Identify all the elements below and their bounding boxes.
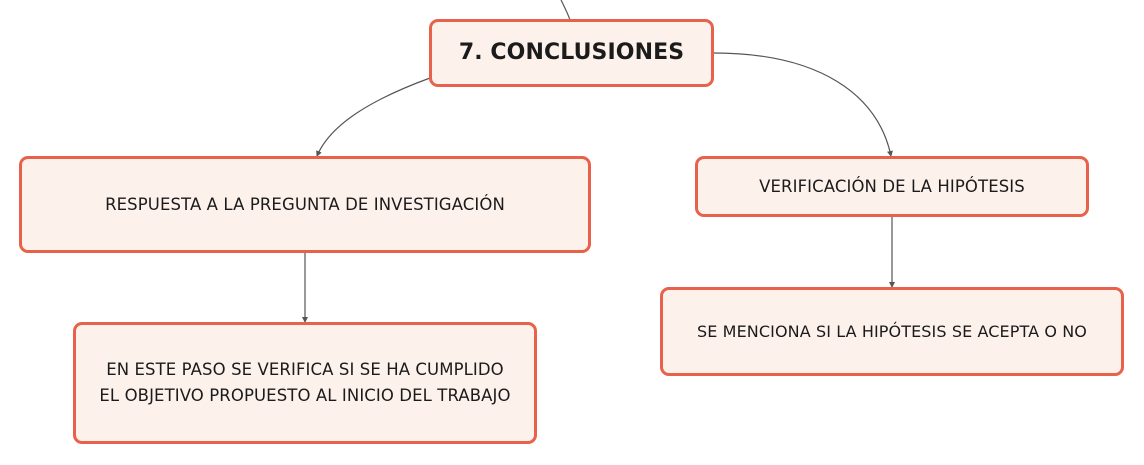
node-acepta-hipotesis[interactable]: SE MENCIONA SI LA HIPÓTESIS SE ACEPTA O …: [660, 287, 1124, 376]
node-acepta-hipotesis-label: SE MENCIONA SI LA HIPÓTESIS SE ACEPTA O …: [697, 321, 1087, 341]
node-respuesta-pregunta[interactable]: RESPUESTA A LA PREGUNTA DE INVESTIGACIÓN: [19, 156, 591, 253]
node-conclusiones-label: 7. CONCLUSIONES: [458, 40, 685, 65]
connector-from-parent: [560, 0, 571, 21]
node-verifica-objetivo-label: EN ESTE PASO SE VERIFICA SI SE HA CUMPLI…: [99, 360, 511, 405]
node-verificacion-hipotesis-label: VERIFICACIÓN DE LA HIPÓTESIS: [759, 176, 1025, 196]
connector-title-to-verificacion: [713, 52, 893, 157]
connector-title-to-respuesta: [316, 77, 431, 157]
node-conclusiones[interactable]: 7. CONCLUSIONES: [429, 19, 714, 87]
node-respuesta-pregunta-label: RESPUESTA A LA PREGUNTA DE INVESTIGACIÓN: [105, 194, 505, 214]
node-verificacion-hipotesis[interactable]: VERIFICACIÓN DE LA HIPÓTESIS: [695, 156, 1089, 217]
node-verifica-objetivo[interactable]: EN ESTE PASO SE VERIFICA SI SE HA CUMPLI…: [73, 322, 537, 444]
